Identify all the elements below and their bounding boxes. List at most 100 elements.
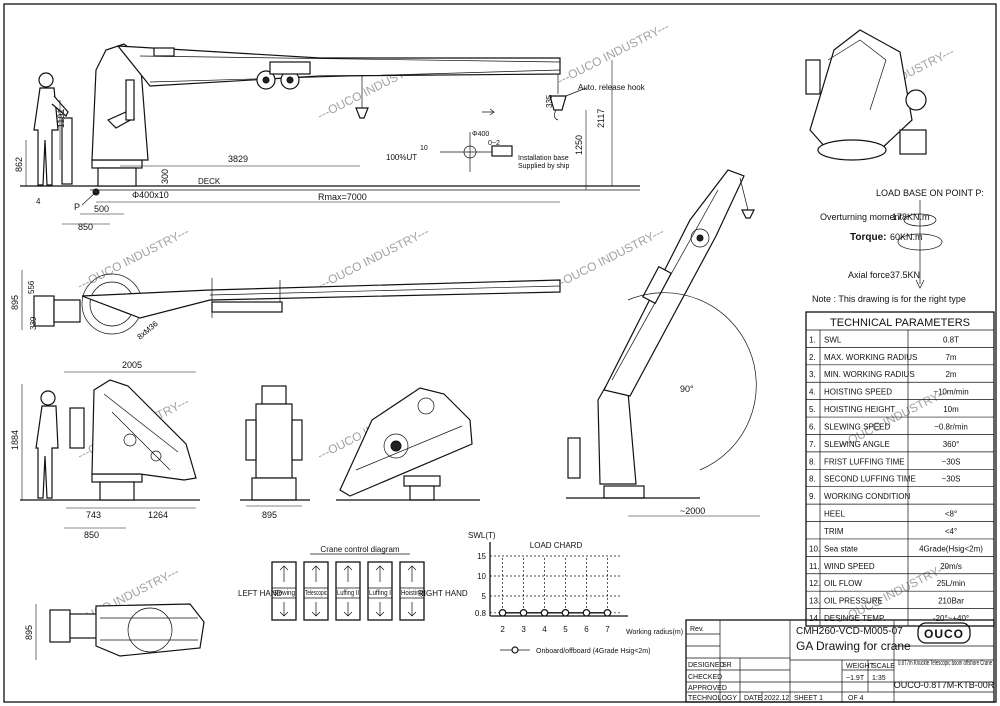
brand-logo-text: OUCO [924, 627, 964, 641]
x-tick-label: 7 [605, 625, 610, 634]
watermark: ---OUCO INDUSTRY--- [315, 224, 431, 292]
tech-row-name: WIND SPEED [824, 562, 875, 571]
tech-row-value: ~0.8r/min [934, 422, 968, 431]
dim-1191: 1191 [56, 109, 66, 128]
date-label: DATE [744, 695, 762, 702]
crane-subtitle: 0.8T7m Knuckle Telescopic boom offshore … [898, 660, 992, 667]
data-point [540, 608, 549, 617]
tech-row-number: 10. [809, 544, 820, 553]
tech-row-name: MIN. WORKING RADIUS [824, 370, 915, 379]
tech-row-number: 4. [809, 388, 816, 397]
arrow-down-icon [311, 602, 321, 617]
operator-figure [35, 390, 59, 499]
dim-1250: 1250 [574, 135, 584, 155]
dim-339: 339 [29, 316, 38, 330]
dim-rmax: Rmax=7000 [318, 192, 367, 202]
deck-label: DECK [198, 177, 221, 186]
dim-743: 743 [86, 510, 101, 520]
dim-500: 500 [94, 204, 109, 214]
arrow-up-icon [343, 565, 353, 582]
tech-row-name: HOISTING HEIGHT [824, 405, 895, 414]
tech-row-value: 360° [943, 440, 960, 449]
y-tick-label: 10 [477, 572, 486, 581]
lever-luffing-i: Luffing I [367, 561, 393, 621]
designed-label: DESIGNED [688, 662, 725, 669]
drawing-number: CMH260-VCD-M005-07 [796, 626, 903, 637]
arrow-down-icon [279, 602, 289, 617]
dim-300: 300 [160, 169, 170, 184]
arrow-down-icon [343, 602, 353, 617]
install-note-1: Installation base [518, 155, 569, 162]
tech-row-name: SLEWING ANGLE [824, 440, 890, 449]
tech-row-name: SWL [824, 335, 842, 344]
dim-862: 862 [14, 157, 24, 172]
lever-label: Luffing II [337, 590, 359, 597]
scale-label: SCALE [872, 663, 895, 670]
tech-row-number: 5. [809, 405, 816, 414]
tech-row-name: DESINGE TEMP. [824, 614, 886, 623]
designed-value: SR [722, 662, 732, 669]
rear-view [336, 387, 480, 501]
dim-3829: 3829 [228, 154, 248, 164]
tech-row-name: Sea state [824, 544, 858, 553]
watermark: ---OUCO INDUSTRY--- [555, 19, 671, 87]
y-tick-label: 0.8 [475, 609, 487, 618]
drawing-code: OUCO-0.8T7M-KTB-00R [894, 680, 995, 690]
load-chart-legend: Onboard/offboard (4Grade Hsig<2m) [536, 648, 650, 655]
tech-row-value: 2m [945, 370, 956, 379]
x-tick-label: 2 [500, 625, 505, 634]
title-block: Rev. DESIGNED SR CHECKED APPROVED TECHNO… [685, 619, 995, 703]
load-chart-title: LOAD CHARD [530, 541, 583, 550]
dim-400x10: Φ400x10 [132, 190, 169, 200]
data-point [519, 608, 528, 617]
tech-row-number: 8. [809, 475, 816, 484]
lever-label: Hoisting [401, 590, 423, 597]
tech-row-number: 9. [809, 492, 816, 501]
tech-row-value: ~30S [942, 475, 961, 484]
tech-row-number: 7. [809, 440, 816, 449]
load-base-title: LOAD BASE ON POINT P: [876, 188, 984, 198]
torque-value: 60KN.m [890, 232, 923, 242]
dim-1884: 1884 [10, 430, 20, 450]
install-note-2: Supplied by ship [518, 163, 569, 170]
tech-row-name: FRIST LUFFING TIME [824, 457, 905, 466]
front-view: 895 [240, 385, 310, 520]
checked-label: CHECKED [688, 674, 722, 681]
data-point [582, 608, 591, 617]
overturning-moment-label: Overturning moment [820, 212, 903, 222]
x-tick-label: 3 [521, 625, 526, 634]
brand-logo-frame [917, 622, 971, 644]
y-tick-label: 15 [477, 552, 486, 561]
tech-row-number: 3. [809, 370, 816, 379]
tech-row-name: WORKING CONDITION [824, 492, 910, 501]
tech-row-value: -20°~+40° [933, 614, 969, 623]
tech-row-name: OIL PRESSURE [824, 597, 883, 606]
lever-label: Luffing I [369, 590, 391, 597]
utilization-label: 100%UT [386, 153, 417, 162]
tech-row-number: 13. [809, 597, 820, 606]
tech-row-name: OIL FLOW [824, 579, 862, 588]
dim-895-front: 895 [262, 510, 277, 520]
tech-row-name: SECOND LUFFING TIME [824, 475, 916, 484]
dim-556: 556 [27, 280, 36, 294]
lever-telescopic: Telescopic [303, 561, 329, 621]
tech-row-value: 25L/min [937, 579, 965, 588]
tech-row-value: 4Grade(Hsig<2m) [919, 544, 983, 553]
tech-row-value: 0.8T [943, 335, 959, 344]
dim-1264: 1264 [148, 510, 168, 520]
bottom-plan-view: 895 [24, 603, 205, 660]
dim-850-top: 850 [78, 222, 93, 232]
tech-row-number: 6. [809, 422, 816, 431]
technology-label: TECHNOLOGY [688, 695, 737, 702]
dim-2005: 2005 [122, 360, 142, 370]
lever-label: Slewing [273, 590, 295, 597]
tech-row-number: 12. [809, 579, 820, 588]
date-value: 2022.12 [764, 695, 789, 702]
watermark: ---OUCO INDUSTRY--- [550, 224, 666, 292]
axial-force-value: 37.5KN [890, 270, 920, 280]
tech-row-number: 14. [809, 614, 820, 623]
top-view-extended: 895 556 339 8xM36 [10, 270, 561, 342]
tech-row-value: 7m [945, 353, 956, 362]
data-point [498, 608, 507, 617]
approved-label: APPROVED [688, 685, 727, 692]
